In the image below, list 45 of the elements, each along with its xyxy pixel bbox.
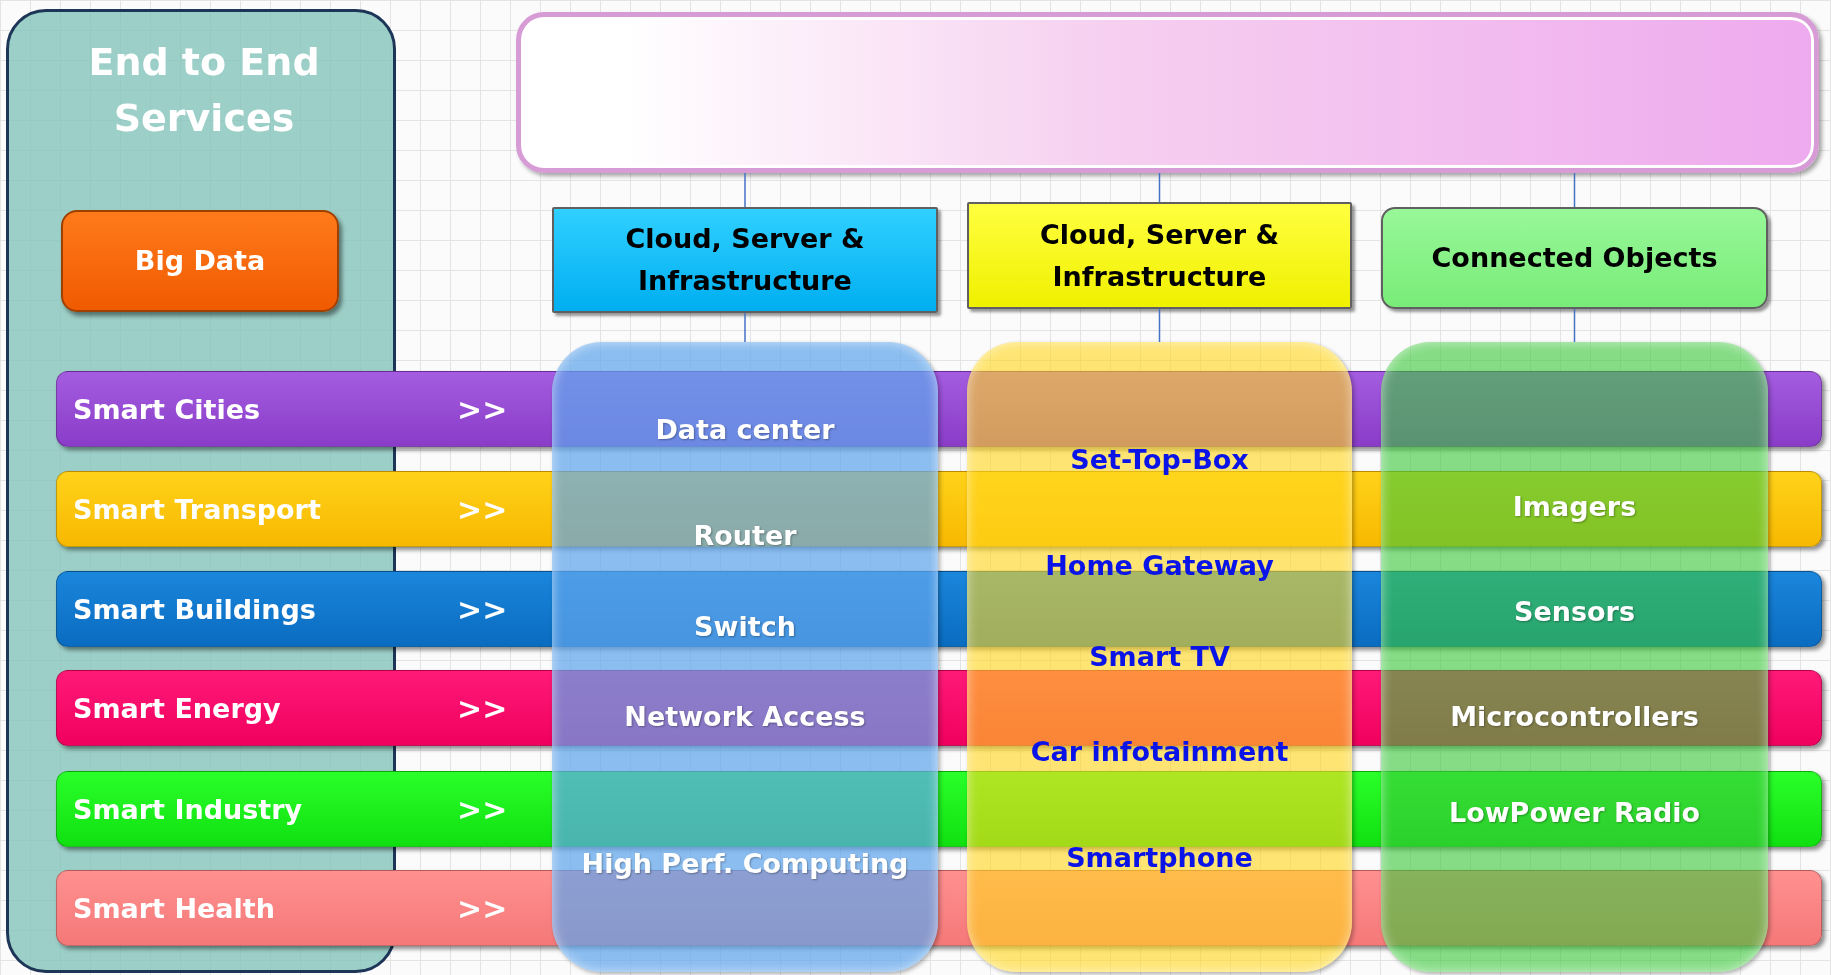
item-label: Data center bbox=[654, 413, 836, 447]
item-label: Smartphone bbox=[1065, 841, 1254, 875]
box-label: Cloud, Server & Infrastructure bbox=[624, 222, 866, 298]
item-label: LowPower Radio bbox=[1447, 796, 1702, 830]
sector-label: Smart Transport bbox=[73, 493, 321, 525]
column-panel bbox=[552, 342, 938, 972]
sector-label: Smart Buildings bbox=[73, 593, 316, 625]
chevron-label: >> bbox=[457, 391, 508, 427]
item-label: Imagers bbox=[1511, 490, 1638, 524]
sector-label: Smart Cities bbox=[73, 393, 261, 425]
chevron-label: >> bbox=[457, 591, 508, 627]
sector-label: Smart Industry bbox=[73, 793, 303, 825]
chevron-label: >> bbox=[457, 791, 508, 827]
connector-line bbox=[1573, 308, 1576, 343]
header-box bbox=[967, 202, 1352, 309]
item-label: Car infotainment bbox=[1029, 735, 1290, 769]
sector-label: Smart Energy bbox=[73, 692, 281, 724]
banner-box bbox=[516, 12, 1819, 173]
chevron-label: >> bbox=[457, 890, 508, 926]
connector-line bbox=[1158, 308, 1161, 343]
chevron-label: >> bbox=[457, 690, 508, 726]
connector-line bbox=[1158, 172, 1161, 203]
connector-line bbox=[744, 312, 746, 343]
chevron-label: >> bbox=[457, 491, 508, 527]
header-box bbox=[552, 207, 938, 313]
column-panel bbox=[967, 342, 1352, 972]
connector-line bbox=[744, 172, 746, 208]
item-label: Switch bbox=[693, 610, 797, 644]
box-label: Big Data bbox=[133, 244, 267, 278]
item-label: Router bbox=[692, 519, 798, 553]
box-label: Connected Objects bbox=[1430, 241, 1719, 275]
item-label: High Perf. Computing bbox=[580, 847, 910, 881]
item-label: Network Access bbox=[623, 700, 867, 734]
box-label: Cloud, Server & Infrastructure bbox=[1038, 217, 1281, 294]
column-panel bbox=[1381, 342, 1768, 972]
item-label: Microcontrollers bbox=[1449, 700, 1700, 734]
sector-label: Smart Health bbox=[73, 892, 275, 924]
panel-title: End to End Services bbox=[87, 39, 321, 142]
category-box bbox=[61, 210, 339, 312]
connector-line bbox=[1573, 172, 1576, 208]
item-label: Home Gateway bbox=[1044, 549, 1275, 583]
item-label: Sensors bbox=[1513, 595, 1636, 629]
item-label: Smart TV bbox=[1088, 640, 1231, 674]
item-label: Set-Top-Box bbox=[1069, 443, 1250, 477]
header-box bbox=[1381, 207, 1768, 309]
